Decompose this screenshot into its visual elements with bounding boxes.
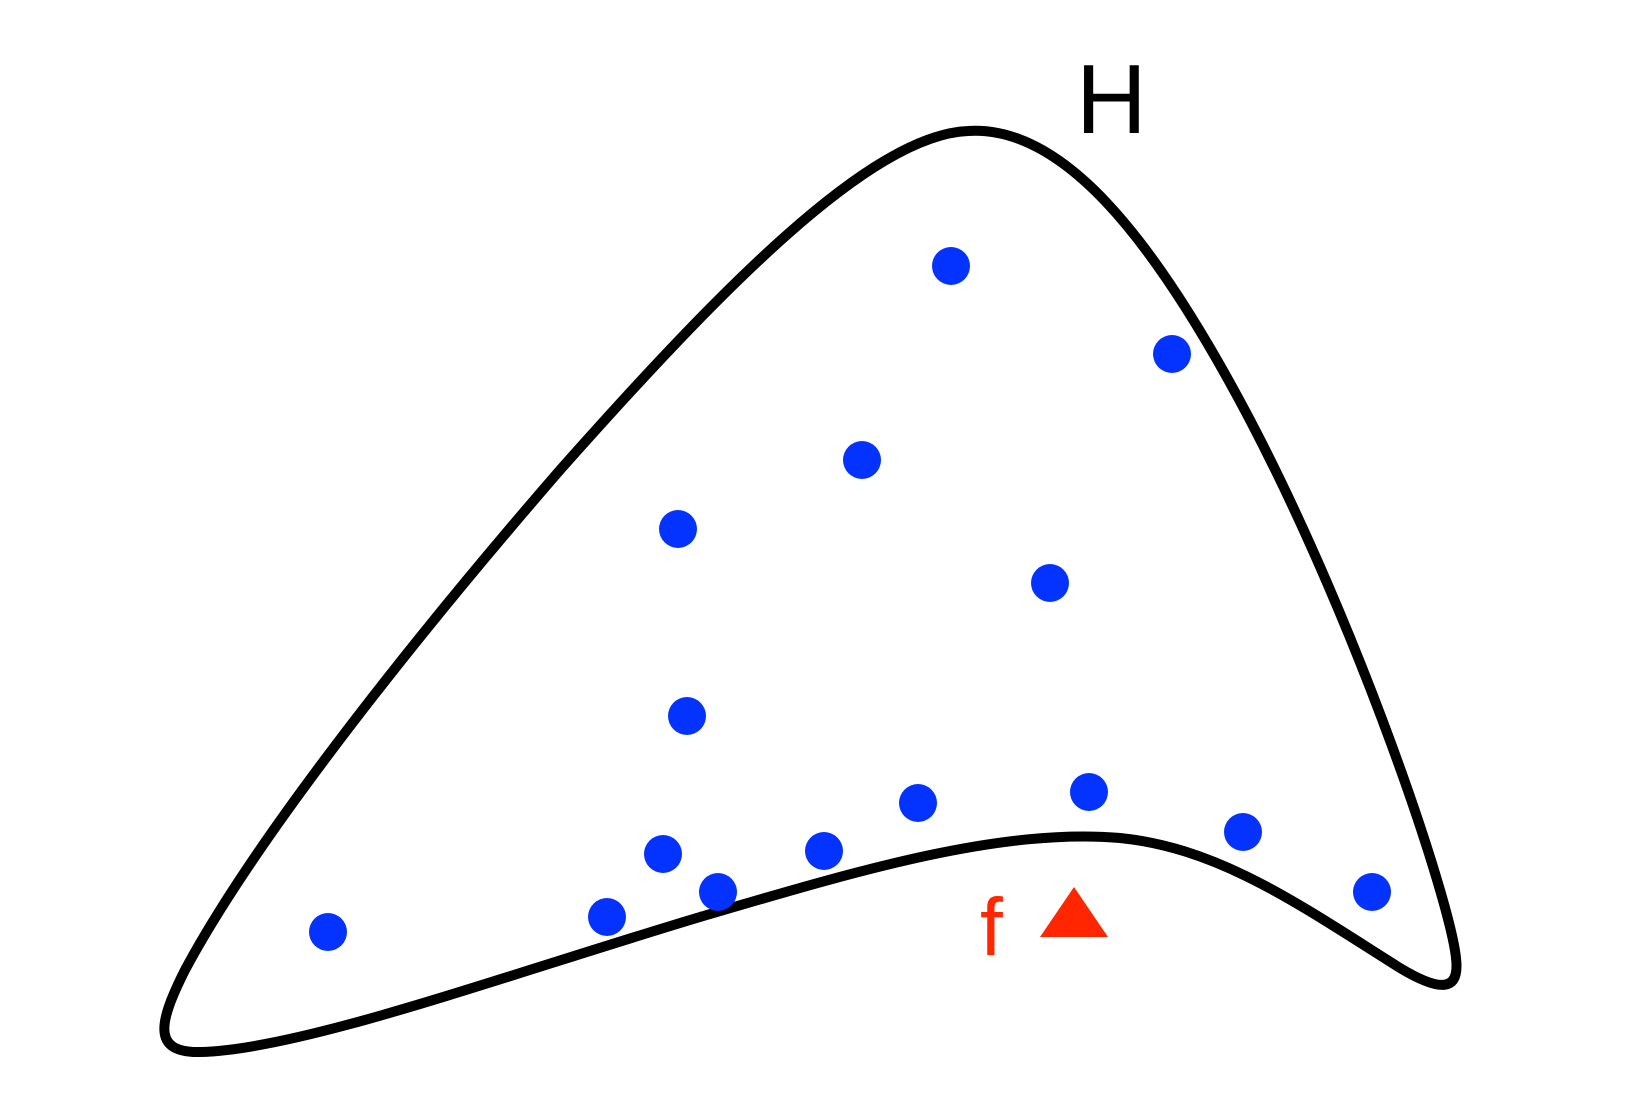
sample-point bbox=[843, 441, 881, 479]
set-boundary bbox=[159, 125, 1462, 1058]
sample-point bbox=[899, 784, 937, 822]
triangle-marker-icon bbox=[1040, 887, 1108, 937]
sample-point bbox=[1031, 564, 1069, 602]
sample-point bbox=[805, 832, 843, 870]
sample-point bbox=[1353, 873, 1391, 911]
sample-points bbox=[309, 247, 1391, 951]
sample-point bbox=[588, 898, 626, 936]
point-label: f bbox=[980, 882, 1003, 973]
sample-point bbox=[309, 913, 347, 951]
sample-point bbox=[1153, 335, 1191, 373]
set-label: H bbox=[1076, 44, 1147, 154]
sample-point bbox=[1224, 813, 1262, 851]
sample-point bbox=[1070, 773, 1108, 811]
sample-point bbox=[699, 873, 737, 911]
sample-point bbox=[668, 697, 706, 735]
sample-point bbox=[659, 510, 697, 548]
sample-point bbox=[932, 247, 970, 285]
sample-point bbox=[644, 835, 682, 873]
